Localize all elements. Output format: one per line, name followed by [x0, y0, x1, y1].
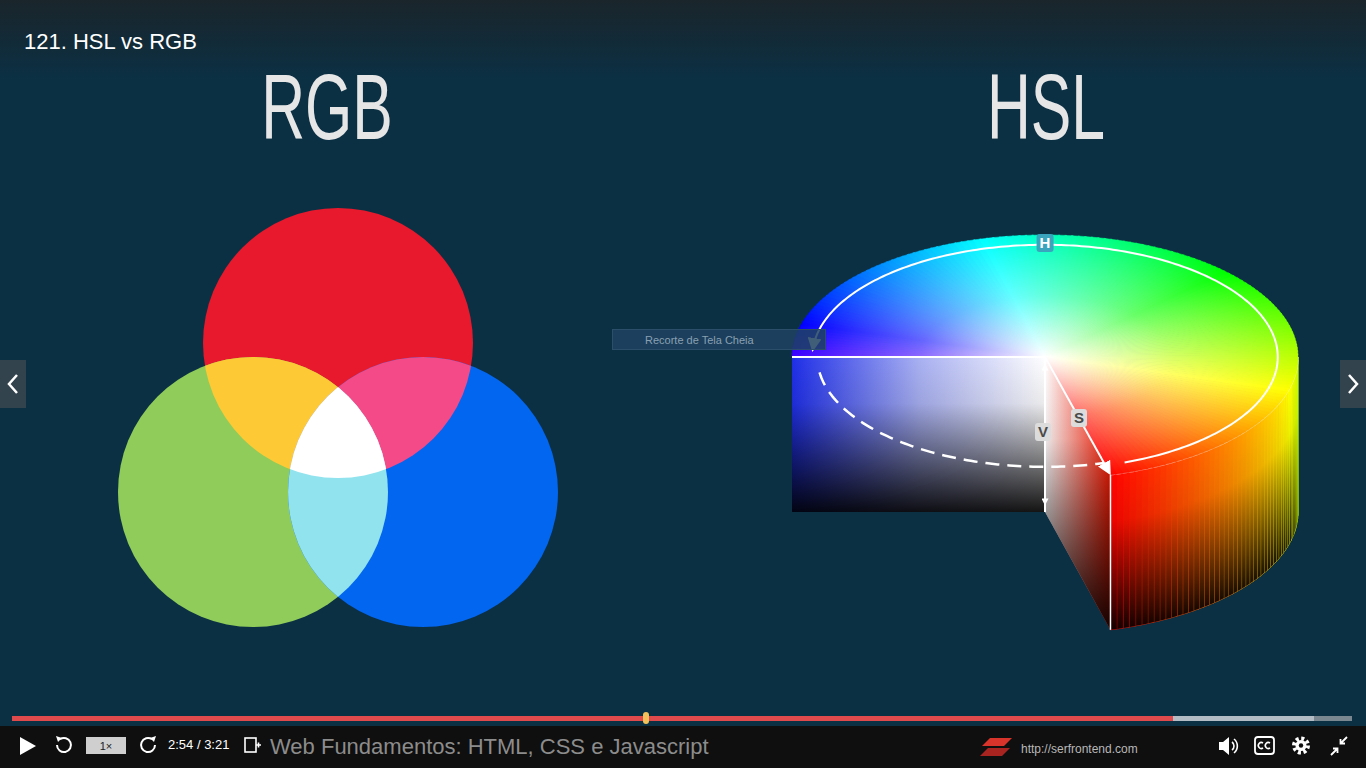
captions-icon [1255, 737, 1274, 754]
progress-bar [12, 712, 1352, 724]
rewind-icon [56, 736, 71, 752]
white-overlap [288, 357, 558, 627]
blue-circle [288, 357, 558, 627]
panel-heading: HSL [987, 61, 1105, 153]
axis-label: H [1037, 234, 1054, 252]
settings-icon [1294, 739, 1308, 753]
nav-arrow-left [0, 360, 26, 408]
rgb-venn [118, 208, 558, 627]
nav-arrow-right [1349, 375, 1357, 393]
hsl-cylinder [792, 235, 1298, 630]
outer-wall [1110, 474, 1116, 630]
captions-icon [1258, 743, 1263, 749]
axis-label: S [1071, 409, 1087, 427]
axis-guides [792, 356, 1045, 358]
site-url: http://serfrontend.com [1021, 742, 1138, 756]
volume-icon [1219, 737, 1237, 755]
cyan-overlap [288, 357, 558, 627]
time-display: 2:54 / 3:21 [168, 737, 229, 753]
captions-icon [1255, 737, 1274, 754]
collapse-icon [1331, 737, 1347, 755]
outer-wall [1110, 474, 1116, 630]
top-shade [0, 0, 1366, 80]
inner-face-left [792, 357, 1045, 512]
progress-bar [12, 716, 1173, 721]
forward-icon [141, 736, 156, 752]
nav-arrow-left [9, 375, 17, 393]
axis-guides [1045, 357, 1109, 473]
top-surface [792, 235, 1298, 475]
progress-bar [1173, 716, 1314, 721]
progress-marker [643, 712, 649, 724]
captions-icon [1265, 743, 1270, 749]
forward-icon [150, 736, 156, 742]
magenta-overlap [288, 357, 558, 627]
node-text: Recorte de Tela Cheia [645, 334, 754, 346]
nav-arrow-right [1340, 360, 1366, 408]
axis-guides [792, 245, 1278, 630]
volume-icon [1234, 739, 1237, 753]
course-watermark: Web Fundamentos: HTML, CSS e Javascript [270, 734, 709, 760]
site-logo [980, 738, 1012, 756]
volume-icon [1232, 742, 1234, 750]
lesson-title: 121. HSL vs RGB [24, 29, 197, 55]
axis-guides [1110, 475, 1112, 630]
panel-heading: RGB [261, 61, 393, 153]
lightness-overlay [792, 235, 1298, 475]
volume-icon [1219, 737, 1229, 755]
settings-icon [1296, 740, 1307, 751]
nav-arrow-left [0, 360, 26, 408]
control-bar [0, 726, 1366, 768]
axis-label: V [1035, 423, 1051, 441]
collapse-icon [1331, 749, 1338, 756]
control-bar [0, 726, 1366, 768]
nav-arrow-right [1340, 360, 1366, 408]
settings-icon [1299, 743, 1303, 747]
bookmark-icon [256, 743, 261, 748]
node-text: 1× [100, 740, 113, 752]
site-logo [980, 748, 1010, 756]
settings-icon [1294, 739, 1308, 753]
collapse-icon [1341, 737, 1348, 744]
axis-guides [813, 245, 1278, 463]
inner-face-left-shade [792, 357, 1045, 512]
tooltip-box: Recorte de Tela Cheia [612, 329, 826, 350]
white-overlap [288, 357, 558, 627]
bookmark-icon [245, 738, 256, 752]
progress-bar [12, 716, 1352, 721]
speed-button: 1× [86, 737, 126, 754]
rewind-icon [56, 736, 62, 742]
play-icon [20, 737, 36, 755]
bookmark-icon [245, 738, 261, 752]
site-logo [982, 738, 1012, 746]
